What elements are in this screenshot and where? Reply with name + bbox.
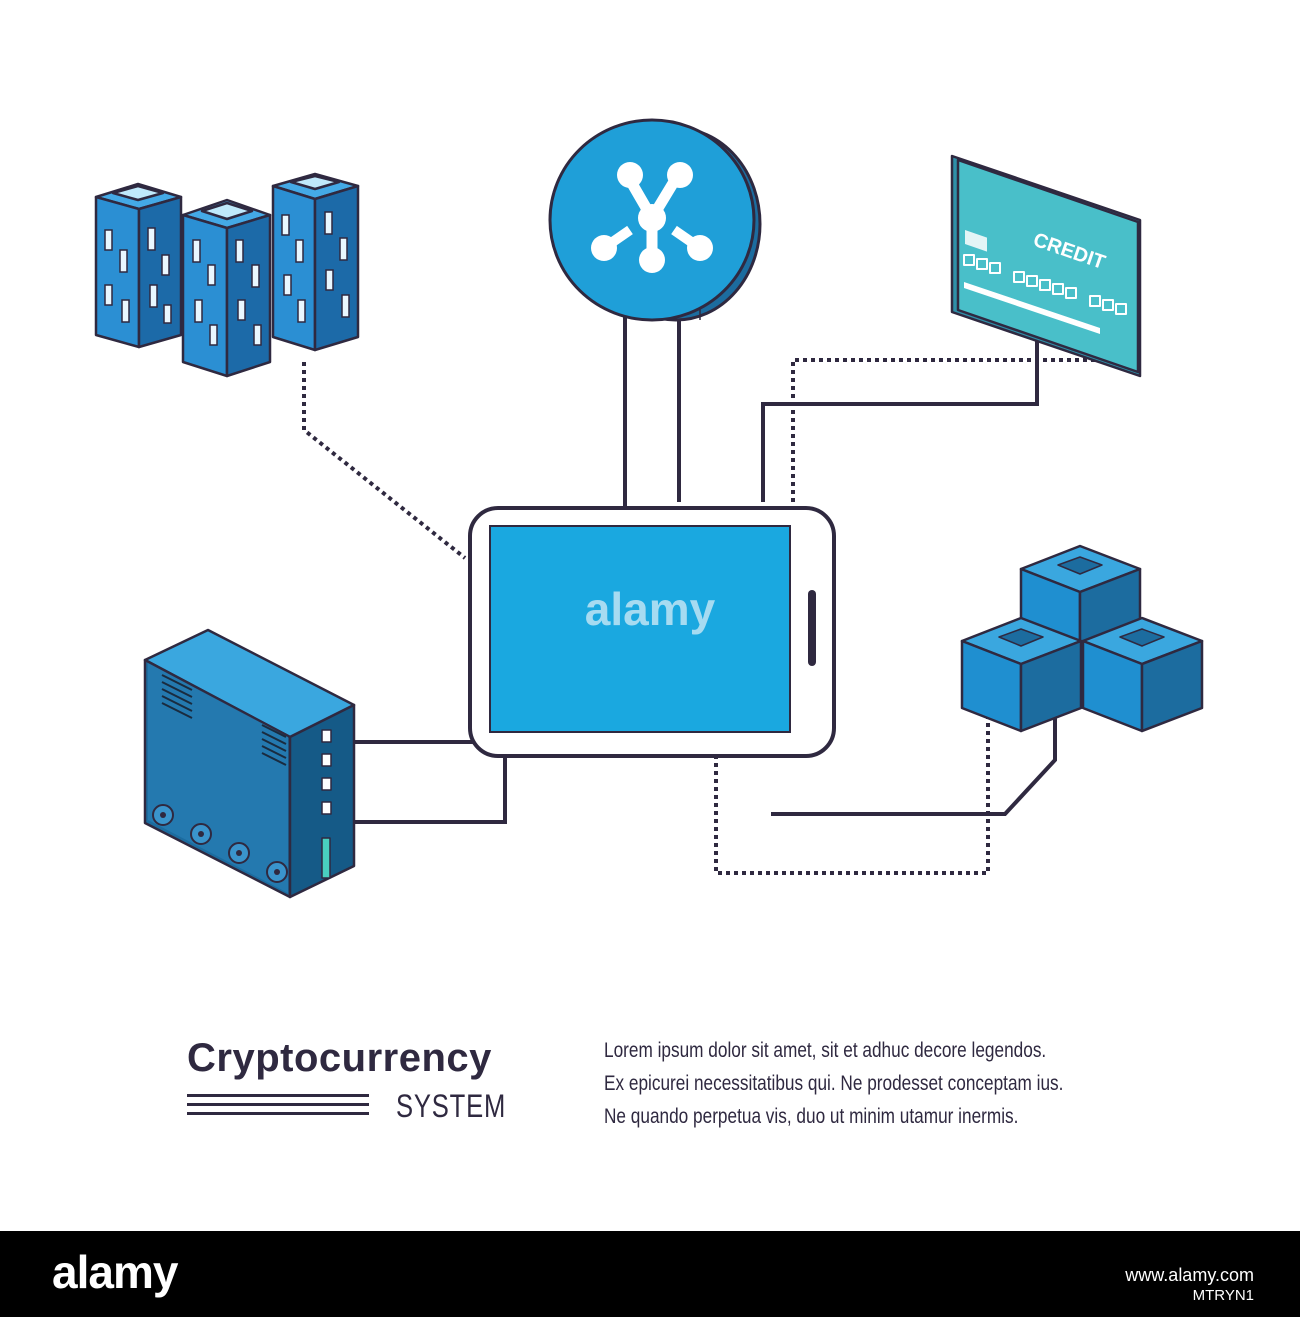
title-system: SYSTEM [396,1088,507,1124]
title-rules [187,1094,369,1121]
diagram: CREDIT alamy [94,118,1204,899]
body-text: Lorem ipsum dolor sit amet, sit et adhuc… [604,1034,1129,1133]
title-cryptocurrency: Cryptocurrency [187,1036,492,1080]
building-windows [104,211,350,346]
buildings-icon [94,172,360,378]
connector-card-dotted [791,358,1095,508]
body-line: Lorem ipsum dolor sit amet, sit et adhuc… [604,1039,1047,1062]
blocks-icon [960,544,1204,733]
connector-card-solid [761,340,1039,502]
connector-server-bottom [355,742,507,824]
title-rule [187,1112,369,1115]
footer-url: www.alamy.com [1125,1265,1254,1285]
title-rule [187,1103,369,1106]
credit-card-icon [950,154,1142,378]
tablet-icon [468,506,836,758]
body-line: Ex epicurei necessitatibus qui. Ne prode… [604,1072,1064,1095]
footer-logo: alamy [52,1246,178,1298]
ripple-coin-icon [548,118,762,322]
body-line: Ne quando perpetua vis, duo ut minim uta… [604,1105,1019,1128]
title-rule [187,1094,369,1097]
connector-buildings-dotted [302,362,467,560]
footer-image-id: MTRYN1 [1192,1287,1254,1304]
tablet-watermark: alamy [585,583,716,635]
footer-bar: alamy www.alamy.com MTRYN1 [0,1231,1300,1317]
server-icon [143,628,356,899]
connector-blocks-solid [771,715,1057,816]
